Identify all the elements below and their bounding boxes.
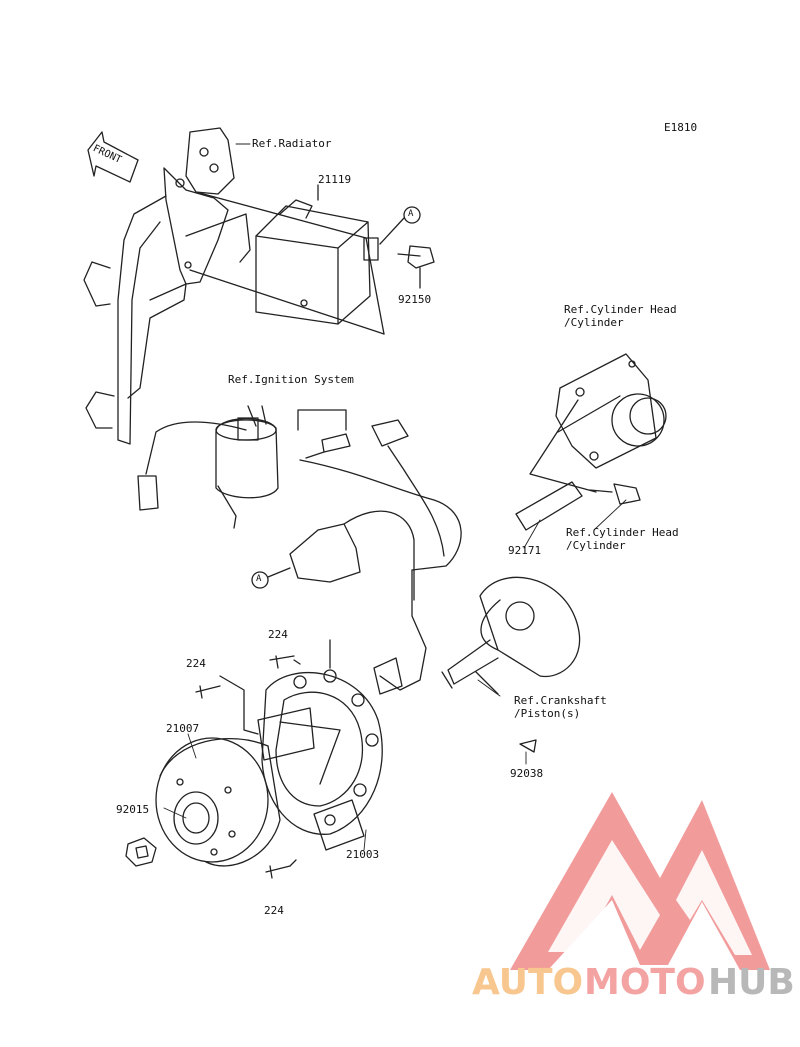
callout-a-bottom-letter: A: [256, 574, 262, 584]
label-224-top: 224: [268, 628, 288, 641]
cylinder-head-ref: [529, 353, 667, 493]
front-arrow-icon: [87, 131, 139, 183]
stator: [257, 669, 383, 851]
label-ref-ignition-system: Ref.Ignition System: [228, 373, 354, 386]
label-ref-cylinder-head-bottom: Ref.Cylinder Head /Cylinder: [566, 526, 679, 552]
label-ref-radiator: Ref.Radiator: [252, 137, 332, 150]
cdi-unit: [189, 184, 385, 335]
plate-92171: [515, 481, 641, 531]
watermark-hub: HUB: [708, 962, 795, 1003]
bolt-92150: [397, 245, 435, 289]
label-92150: 92150: [398, 293, 432, 306]
crankshaft: [441, 576, 581, 695]
diagram-code: E1810: [664, 121, 698, 134]
label-92038: 92038: [510, 767, 544, 780]
label-21003: 21003: [346, 848, 380, 861]
wire-harness: [289, 419, 462, 695]
label-92171: 92171: [508, 544, 542, 557]
callout-a-top: [403, 206, 421, 224]
screws-224: [195, 639, 331, 879]
label-224-left: 224: [186, 657, 206, 670]
label-ref-cylinder-head-top: Ref.Cylinder Head /Cylinder: [564, 303, 677, 329]
nut-92015: [125, 837, 157, 867]
key-92038: [519, 739, 537, 753]
ignition-coil: [137, 405, 347, 529]
label-224-bottom: 224: [264, 904, 284, 917]
label-92015: 92015: [116, 803, 150, 816]
flywheel: [155, 737, 281, 867]
label-21007: 21007: [166, 722, 200, 735]
frame-bracket: [83, 127, 251, 445]
leader-lines: [163, 143, 627, 851]
watermark-auto: AUTO: [472, 962, 584, 1003]
label-ref-crankshaft: Ref.Crankshaft /Piston(s): [514, 694, 607, 720]
label-21119: 21119: [318, 173, 352, 186]
watermark-moto: MOTO: [584, 962, 706, 1003]
callout-a-bottom: [251, 571, 269, 589]
callout-a-top-letter: A: [408, 209, 414, 219]
